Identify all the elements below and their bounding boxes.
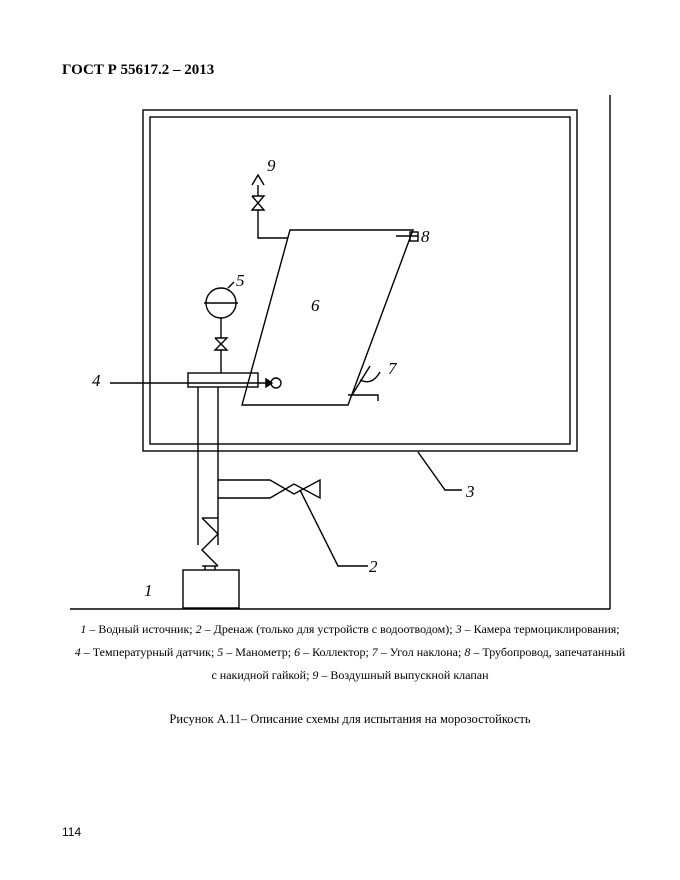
document-header: ГОСТ Р 55617.2 – 2013 [62, 62, 215, 78]
label-3: 3 [465, 482, 475, 501]
legend-line-3: с накидной гайкой; 9 – Воздушный выпускн… [211, 668, 489, 682]
label-6: 6 [311, 296, 320, 315]
leader-3 [417, 451, 462, 491]
air-vent-valve [250, 195, 266, 211]
page-number: 114 [62, 825, 82, 839]
sensor-arrow-head [265, 377, 274, 389]
figure-title: Рисунок А.11– Описание схемы для испытан… [169, 712, 531, 726]
label-1: 1 [144, 581, 153, 600]
manifold-pipe [187, 372, 259, 388]
label-8: 8 [421, 227, 430, 246]
drain-valve [269, 478, 321, 500]
supply-valve [201, 517, 219, 567]
legend-line-1: 1 – Водный источник; 2 – Дренаж (только … [80, 622, 620, 636]
label-7: 7 [388, 359, 398, 378]
water-source-tank [182, 569, 240, 609]
air-vent-pipe [257, 210, 288, 239]
legend-line-2: 4 – Температурный датчик; 5 – Манометр; … [74, 645, 626, 659]
label-4: 4 [92, 371, 101, 390]
leader-5 [227, 281, 235, 289]
label-5: 5 [236, 271, 245, 290]
outlet-fitting [348, 394, 379, 401]
collector-panel [241, 229, 415, 406]
angle-arc [359, 371, 381, 383]
label-9: 9 [267, 156, 276, 175]
sealed-pipe-nut [409, 231, 419, 242]
label-2: 2 [369, 557, 378, 576]
chamber-inner-wall [149, 116, 571, 445]
leader-2 [299, 489, 368, 567]
chamber-outer-wall [142, 109, 578, 452]
air-vent-arrow [251, 173, 265, 186]
manometer-valve [213, 337, 229, 351]
